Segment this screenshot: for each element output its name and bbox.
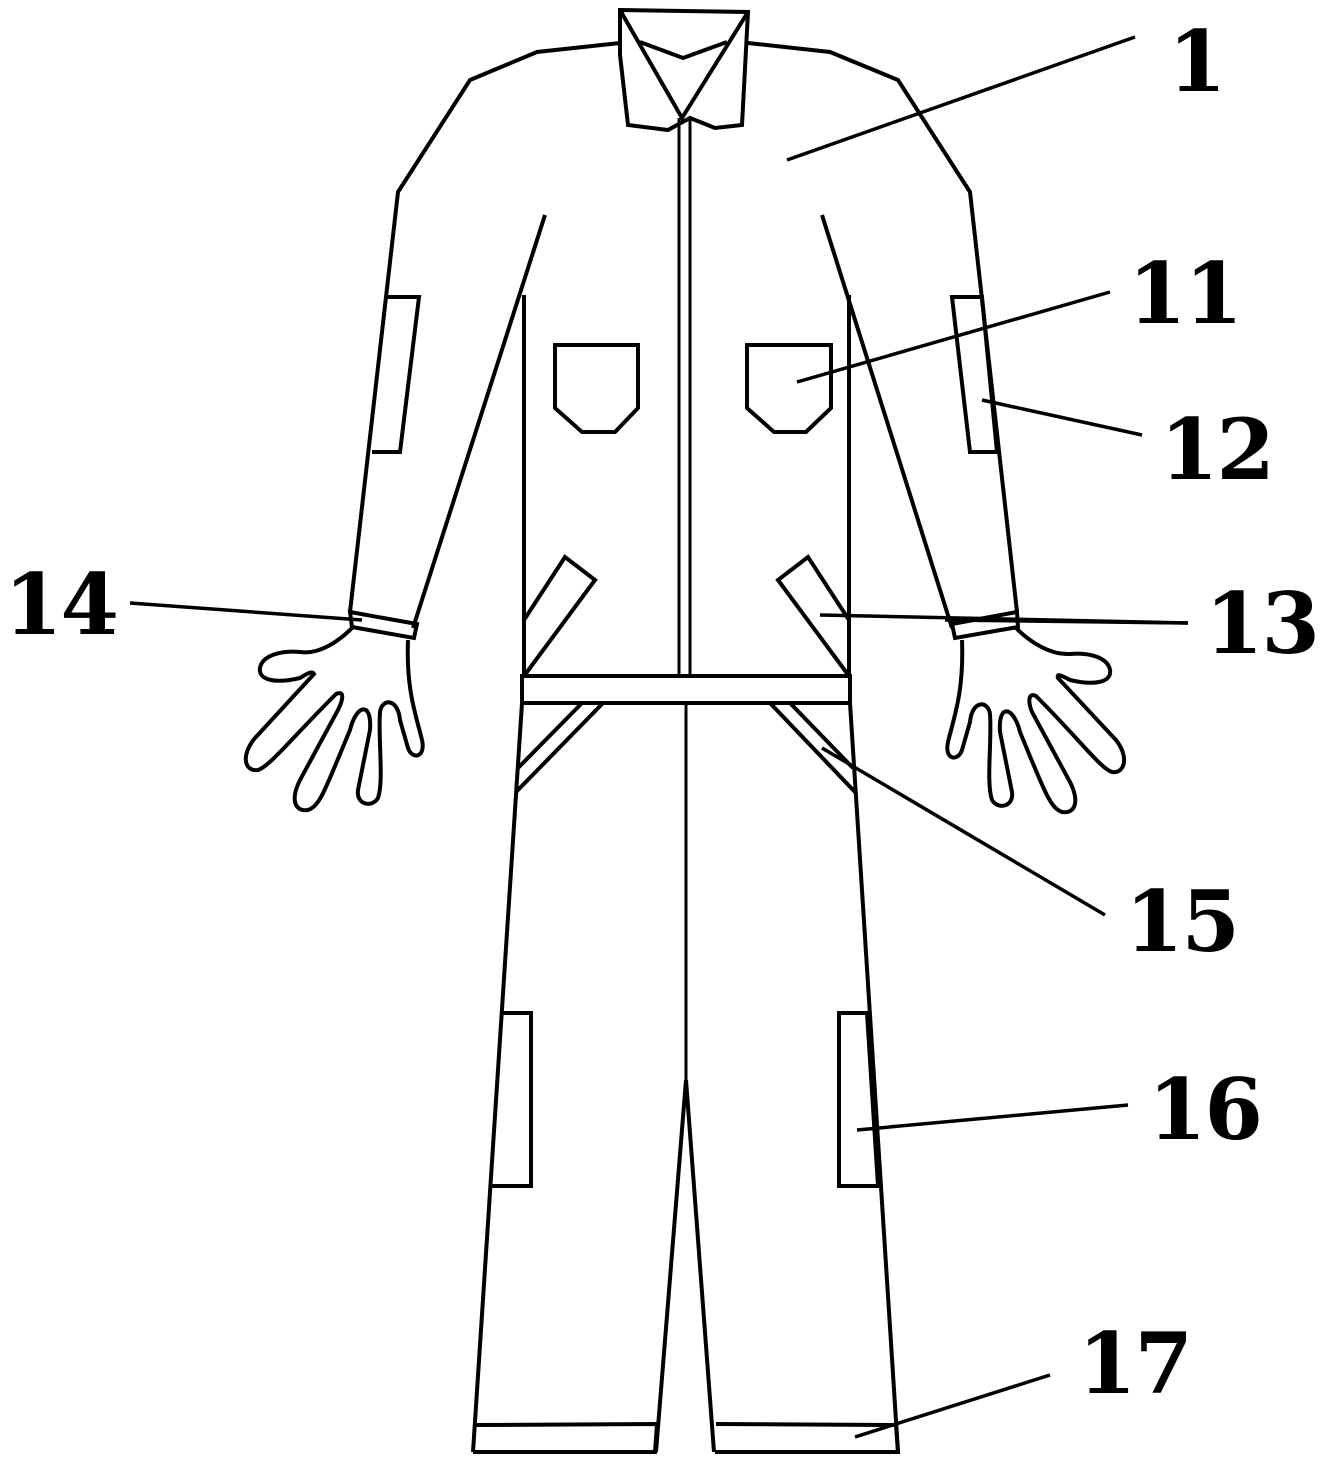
leader-14b	[129, 601, 363, 622]
callout-11: 11	[1128, 244, 1243, 343]
leader-13b	[944, 618, 1189, 625]
leader-1	[786, 35, 1136, 162]
waist-belt	[520, 674, 852, 705]
leader-12	[981, 398, 1143, 437]
chest-pockets	[553, 343, 833, 434]
right-glove	[945, 626, 1127, 815]
callout-12: 12	[1160, 400, 1275, 499]
leader-15	[821, 746, 1106, 917]
callout-1: 1	[1168, 12, 1226, 111]
callout-17: 17	[1078, 1314, 1193, 1413]
inner-sleeve-lines	[411, 214, 954, 629]
leader-16	[856, 1103, 1129, 1132]
callout-15: 15	[1125, 872, 1240, 971]
leader-17	[854, 1373, 1051, 1439]
waist-pockets	[522, 554, 851, 678]
hip-straps	[514, 701, 857, 794]
collar	[618, 7, 751, 133]
ankle-bands	[473, 1421, 901, 1454]
zipper	[677, 118, 692, 675]
torso-seams	[522, 295, 851, 678]
outer-outline	[348, 41, 1019, 613]
leader-lines	[129, 35, 1189, 1439]
sleeve-patches	[372, 295, 1000, 454]
leader-11	[796, 290, 1111, 384]
callout-13: 13	[1205, 574, 1320, 673]
left-glove	[243, 626, 425, 813]
knee-patches	[492, 1011, 881, 1188]
legs	[471, 702, 900, 1453]
callout-16: 16	[1148, 1060, 1263, 1159]
callout-14: 14	[4, 555, 119, 654]
